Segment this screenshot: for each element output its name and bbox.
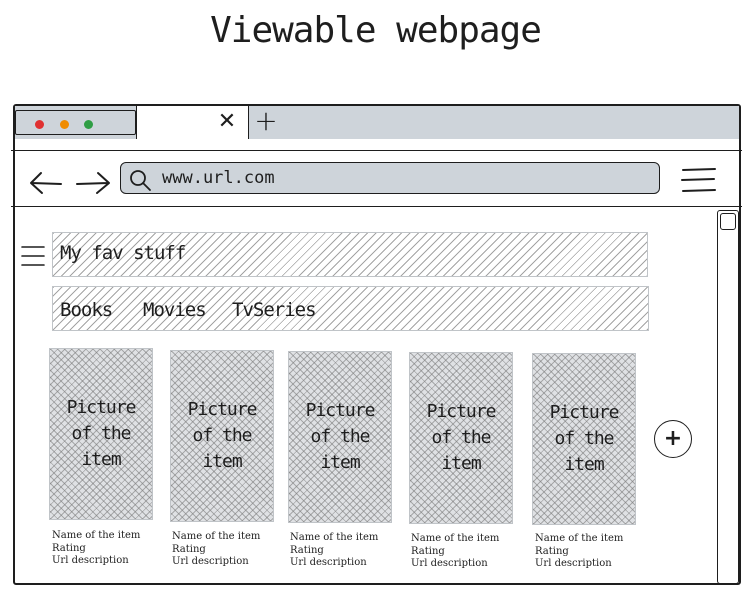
item-rating: Rating xyxy=(290,544,324,556)
site-menu-icon[interactable] xyxy=(20,244,46,268)
item-url-description[interactable]: Url description xyxy=(172,556,249,567)
page-title: Viewable webpage xyxy=(210,10,542,51)
item-meta: Name of the item Rating Url description xyxy=(411,533,499,571)
hamburger-menu-icon[interactable] xyxy=(680,166,718,194)
item-meta: Name of the item Rating Url description xyxy=(535,533,623,571)
scrollbar[interactable] xyxy=(717,210,739,584)
browser-window xyxy=(13,104,741,585)
active-tab[interactable] xyxy=(136,106,249,139)
item-url-description[interactable]: Url description xyxy=(290,557,367,568)
item-meta: Name of the item Rating Url description xyxy=(172,531,260,569)
item-meta: Name of the item Rating Url description xyxy=(290,532,378,570)
item-meta: Name of the item Rating Url description xyxy=(52,530,140,568)
url-text: www.url.com xyxy=(162,168,275,188)
minimize-window-dot-icon[interactable] xyxy=(60,120,69,129)
divider xyxy=(11,206,742,207)
item-name[interactable]: Name of the item xyxy=(290,532,379,543)
search-icon xyxy=(130,170,151,191)
category-nav xyxy=(52,286,649,331)
divider xyxy=(11,150,742,151)
url-bar[interactable] xyxy=(120,162,660,194)
nav-item-books[interactable]: Books xyxy=(60,299,113,321)
item-rating: Rating xyxy=(52,542,86,554)
maximize-window-dot-icon[interactable] xyxy=(84,120,93,129)
item-name[interactable]: Name of the item xyxy=(411,533,500,544)
item-url-description[interactable]: Url description xyxy=(411,558,488,569)
site-header xyxy=(52,232,648,277)
nav-item-tvseries[interactable]: TvSeries xyxy=(232,299,317,321)
item-name[interactable]: Name of the item xyxy=(535,533,624,544)
site-title: My fav stuff xyxy=(60,242,186,264)
scrollbar-thumb[interactable] xyxy=(720,213,736,230)
window-controls-tab xyxy=(15,110,136,135)
add-item-button[interactable]: + xyxy=(654,420,692,458)
item-name[interactable]: Name of the item xyxy=(52,530,141,541)
nav-item-movies[interactable]: Movies xyxy=(143,299,207,321)
item-url-description[interactable]: Url description xyxy=(52,555,129,566)
item-rating: Rating xyxy=(411,545,445,557)
item-name[interactable]: Name of the item xyxy=(172,531,261,542)
plus-icon[interactable]: + xyxy=(254,104,278,137)
item-rating: Rating xyxy=(535,545,569,557)
forward-arrow-icon[interactable] xyxy=(74,168,112,198)
close-icon[interactable]: ✕ xyxy=(217,109,237,134)
item-rating: Rating xyxy=(172,543,206,555)
back-arrow-icon[interactable] xyxy=(28,168,64,198)
item-url-description[interactable]: Url description xyxy=(535,558,612,569)
close-window-dot-icon[interactable] xyxy=(35,120,44,129)
